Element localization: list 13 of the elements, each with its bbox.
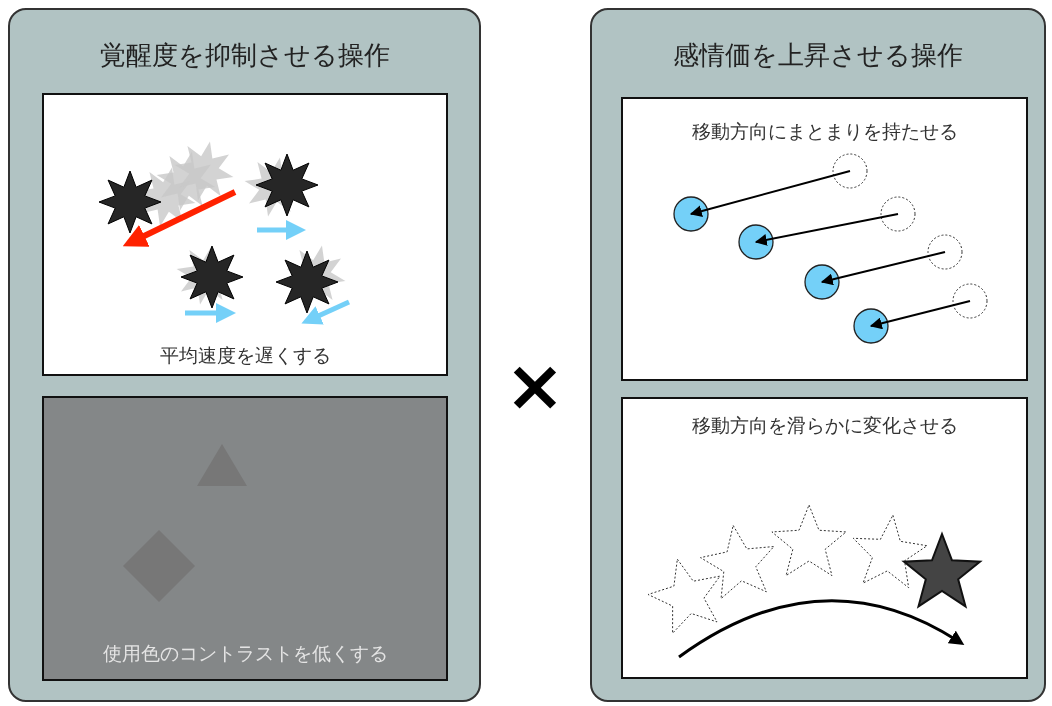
multiply-sign: × (504, 343, 566, 427)
card-caption: 移動方向を滑らかに変化させる (691, 413, 958, 438)
card-caption: 移動方向にまとまりを持たせる (691, 119, 958, 144)
category-panel (590, 8, 1046, 702)
category-panel (8, 8, 481, 702)
card-caption: 使用色のコントラストを低くする (102, 641, 388, 666)
panel-title: 覚醒度を抑制させる操作 (99, 39, 390, 72)
card-caption: 平均速度を遅くする (159, 343, 331, 368)
illustration-card (621, 97, 1028, 381)
illustration-card (42, 93, 448, 376)
illustration-card (621, 397, 1028, 679)
panel-title: 感情価を上昇させる操作 (673, 39, 963, 72)
illustration-card (42, 396, 448, 681)
